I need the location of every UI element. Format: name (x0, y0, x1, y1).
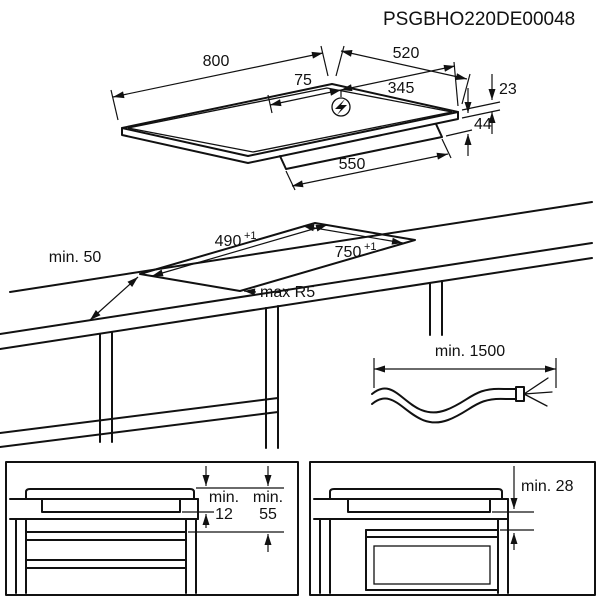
dim-750-label: 750 (335, 244, 362, 261)
dimension-550: 550 (285, 138, 452, 191)
dim-490-label: 490 (215, 233, 242, 250)
clearance-side-view-left: min. 12 min. 55 (5, 461, 299, 596)
dim-75-label: 75 (294, 72, 312, 89)
dimension-min50: min. 50 (49, 249, 139, 321)
cable-end-connector (515, 386, 525, 402)
max-r5-label: max R5 (260, 284, 315, 301)
dim-min28-label: min. 28 (521, 478, 574, 495)
worktop-back-edge (9, 201, 593, 293)
dim-min55-value: 55 (259, 506, 277, 523)
dim-490-tolerance: +1 (244, 230, 257, 242)
cutout-outline (139, 222, 416, 292)
dimension-min12: min. 12 (182, 466, 284, 528)
clearance-side-view-right: min. 28 (309, 461, 596, 596)
power-connection-symbol (331, 91, 351, 117)
dimension-min1500: min. 1500 (373, 343, 557, 388)
annotation-max-r5: max R5 (243, 284, 315, 301)
lightning-icon (335, 99, 347, 115)
built-under-oven (365, 529, 499, 591)
hob-profile (25, 488, 195, 500)
hob-base-profile (347, 498, 491, 513)
dim-550-label: 550 (339, 156, 366, 173)
worktop-cutout-view: min. 50 490 +1 750 +1 max R5 (0, 201, 593, 449)
hob-base-profile (41, 498, 181, 513)
dim-44-label: 44 (474, 116, 492, 133)
worktop-front-edge-bottom (0, 257, 593, 350)
cable-wire-ends (523, 377, 553, 407)
hob-top-frame (127, 87, 453, 153)
dim-min1500-label: min. 1500 (435, 343, 505, 360)
dim-750-tolerance: +1 (364, 241, 377, 253)
dimension-23: 23 (461, 74, 517, 134)
dimension-800: 800 (110, 45, 329, 121)
dim-min12-word: min. (209, 489, 239, 506)
document-code: PSGBHO220DE00048 (383, 9, 575, 30)
dim-min12-value: 12 (215, 506, 233, 523)
dim-min55-word: min. (253, 489, 283, 506)
oven-drawer-front (373, 545, 491, 585)
right-view-furniture (313, 488, 509, 594)
dim-min50-label: min. 50 (49, 249, 102, 266)
left-view-frame (5, 461, 299, 596)
dim-23-label: 23 (499, 81, 517, 98)
power-circle (331, 97, 351, 117)
dim-520-label: 520 (393, 45, 420, 62)
dimension-490: 490 +1 (151, 224, 328, 277)
dimension-44: 44 (445, 88, 492, 156)
dimension-min55: min. 55 (188, 466, 284, 552)
dim-800-label: 800 (203, 53, 230, 70)
hob-edge (121, 111, 459, 164)
worktop-legs (0, 280, 443, 449)
dimension-75-345: 75 345 (267, 61, 459, 114)
right-view-frame (309, 461, 596, 596)
dimension-min28: min. 28 (492, 466, 574, 550)
power-cable-drawing (371, 377, 553, 424)
cable-length-view: min. 1500 (371, 343, 557, 424)
hob-profile (329, 488, 503, 500)
hob-isometric-view: 800 520 75 345 23 (110, 45, 517, 191)
dim-345-label: 345 (388, 80, 415, 97)
dimension-750: 750 +1 (302, 224, 404, 261)
left-view-furniture (9, 488, 199, 594)
